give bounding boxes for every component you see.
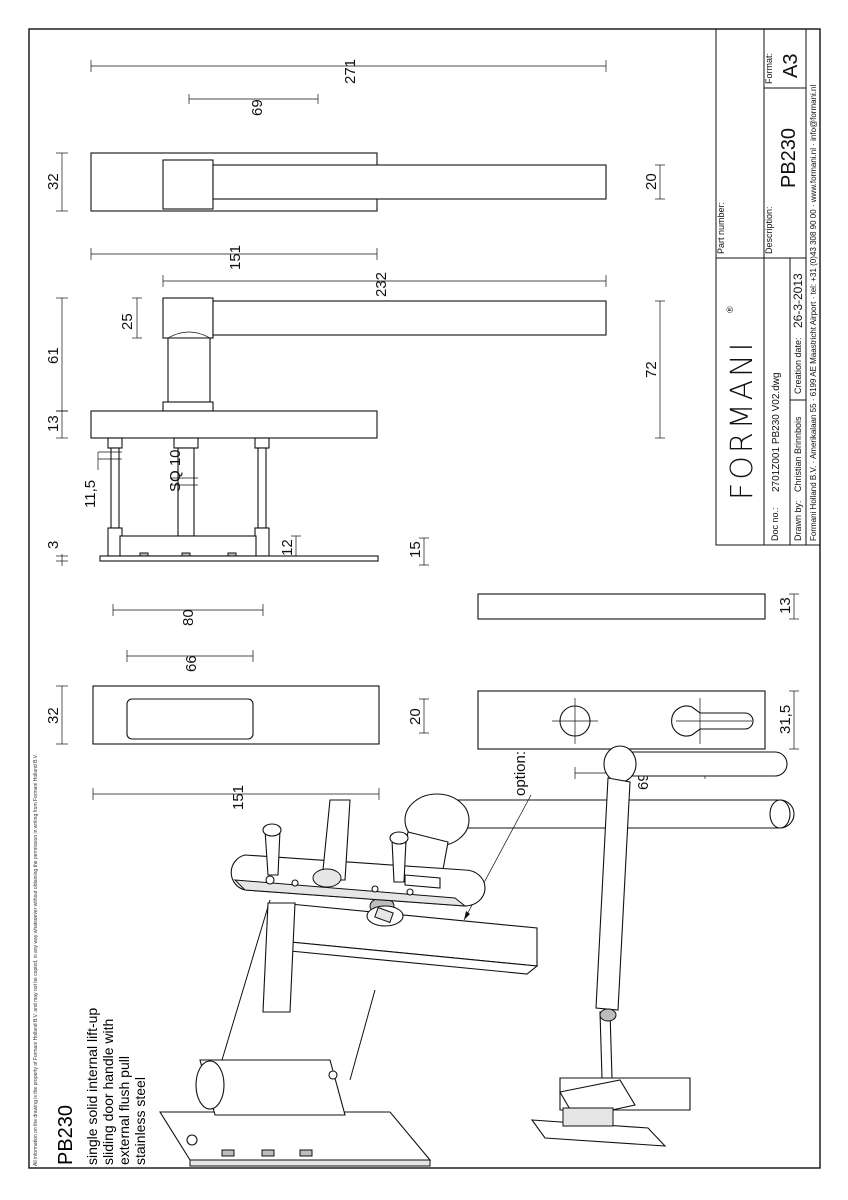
dim-66: 66 bbox=[126, 650, 254, 672]
dim-20-bottom-label: 20 bbox=[407, 708, 424, 725]
dim-sq10: SQ 10 bbox=[167, 449, 198, 492]
description-label: Description: bbox=[764, 206, 774, 254]
drawn-by-value: Christian Brinnbois bbox=[793, 416, 803, 492]
dim-11-5: 11,5 bbox=[82, 451, 122, 508]
dim-12: 12 bbox=[279, 535, 301, 557]
dim-20-top-label: 20 bbox=[643, 173, 660, 190]
company-address: Formani Holland B.V. · Amerikalaan 55 · … bbox=[809, 85, 818, 541]
dim-69-top: 69 bbox=[188, 94, 319, 116]
title-logo: FORMANI bbox=[725, 340, 760, 500]
dim-15-label: 15 bbox=[407, 541, 424, 558]
dim-151-bottom-label: 151 bbox=[230, 785, 247, 810]
dim-15: 15 bbox=[407, 537, 429, 566]
dim-25: 25 bbox=[119, 297, 142, 339]
dim-61-label: 61 bbox=[45, 347, 62, 364]
dim-13-left: 13 bbox=[45, 410, 68, 439]
dim-13-right-label: 13 bbox=[777, 597, 794, 614]
dim-271-label: 271 bbox=[342, 59, 359, 84]
back-plate-side bbox=[477, 593, 766, 620]
product-code: PB230 bbox=[55, 1105, 77, 1165]
product-description-line-4: stainless steel bbox=[132, 1077, 148, 1165]
drawn-by-label: Drawn by: bbox=[793, 500, 803, 541]
creation-date-value: 26-3-2013 bbox=[791, 273, 805, 328]
dim-72-label: 72 bbox=[643, 361, 660, 378]
dim-69-bottom-label: 69 bbox=[635, 773, 652, 790]
format-label: Format: bbox=[764, 53, 774, 84]
isometric-lock-assembly bbox=[159, 799, 486, 1167]
dim-32-bottom: 32 bbox=[45, 685, 68, 745]
sheet-border bbox=[28, 28, 821, 1169]
dim-31-5: 31,5 bbox=[777, 690, 799, 750]
creation-date-label: Creation date: bbox=[793, 337, 803, 394]
dim-271: 271 bbox=[90, 59, 607, 84]
dim-151-mid-label: 151 bbox=[227, 245, 244, 270]
dim-20-top: 20 bbox=[643, 164, 665, 200]
dim-151-mid: 151 bbox=[90, 245, 378, 270]
dim-72: 72 bbox=[643, 300, 665, 439]
doc-no-value: 2701Z001 PB230 V02.dwg bbox=[771, 372, 782, 492]
side-view-assembly bbox=[90, 297, 607, 562]
title-block: FORMANI ® Part number: Description: PB23… bbox=[715, 28, 821, 546]
dim-66-label: 66 bbox=[183, 655, 200, 672]
dim-31-5-label: 31,5 bbox=[777, 705, 794, 734]
product-description-line-3: external flush pull bbox=[116, 1056, 132, 1165]
dim-13-left-label: 13 bbox=[45, 415, 62, 432]
dim-25-label: 25 bbox=[119, 313, 136, 330]
dim-232: 232 bbox=[162, 272, 607, 297]
dim-11-5-label: 11,5 bbox=[82, 480, 99, 508]
dim-13-right: 13 bbox=[777, 593, 799, 620]
option-label: option: bbox=[512, 751, 529, 796]
product-description-line-1: single solid internal lift-up bbox=[84, 1008, 100, 1165]
dim-32-top: 32 bbox=[45, 152, 68, 212]
title-registered: ® bbox=[725, 306, 735, 313]
top-view-handle bbox=[90, 152, 607, 212]
format-value: A3 bbox=[780, 54, 802, 78]
dim-3: 3 bbox=[45, 541, 68, 566]
dim-80: 80 bbox=[112, 604, 264, 626]
dim-32-bottom-label: 32 bbox=[45, 707, 62, 724]
dim-12-label: 12 bbox=[279, 539, 296, 556]
dim-20-bottom: 20 bbox=[407, 698, 429, 734]
doc-no-label: Doc no.: bbox=[770, 507, 780, 541]
dim-69-top-label: 69 bbox=[249, 99, 266, 116]
dim-sq10-label: SQ 10 bbox=[167, 449, 184, 492]
dim-151-bottom: 151 bbox=[92, 785, 380, 810]
isometric-flush-pull-block bbox=[278, 902, 539, 975]
isometric-small-assembled bbox=[530, 745, 788, 1147]
part-number-label: Part number: bbox=[716, 202, 726, 254]
dim-232-label: 232 bbox=[373, 272, 390, 297]
back-plate-front bbox=[477, 690, 766, 750]
product-title: PB230 single solid internal lift-up slid… bbox=[55, 1008, 148, 1165]
legal-notice: All information on the drawing is the pr… bbox=[33, 754, 39, 1166]
dim-3-label: 3 bbox=[45, 541, 62, 549]
dim-61: 61 bbox=[45, 297, 68, 412]
product-description-line-2: sliding door handle with bbox=[100, 1019, 116, 1165]
dim-80-label: 80 bbox=[180, 609, 197, 626]
dim-32-top-label: 32 bbox=[45, 173, 62, 190]
description-value: PB230 bbox=[778, 128, 800, 188]
flush-pull-front bbox=[92, 685, 380, 745]
